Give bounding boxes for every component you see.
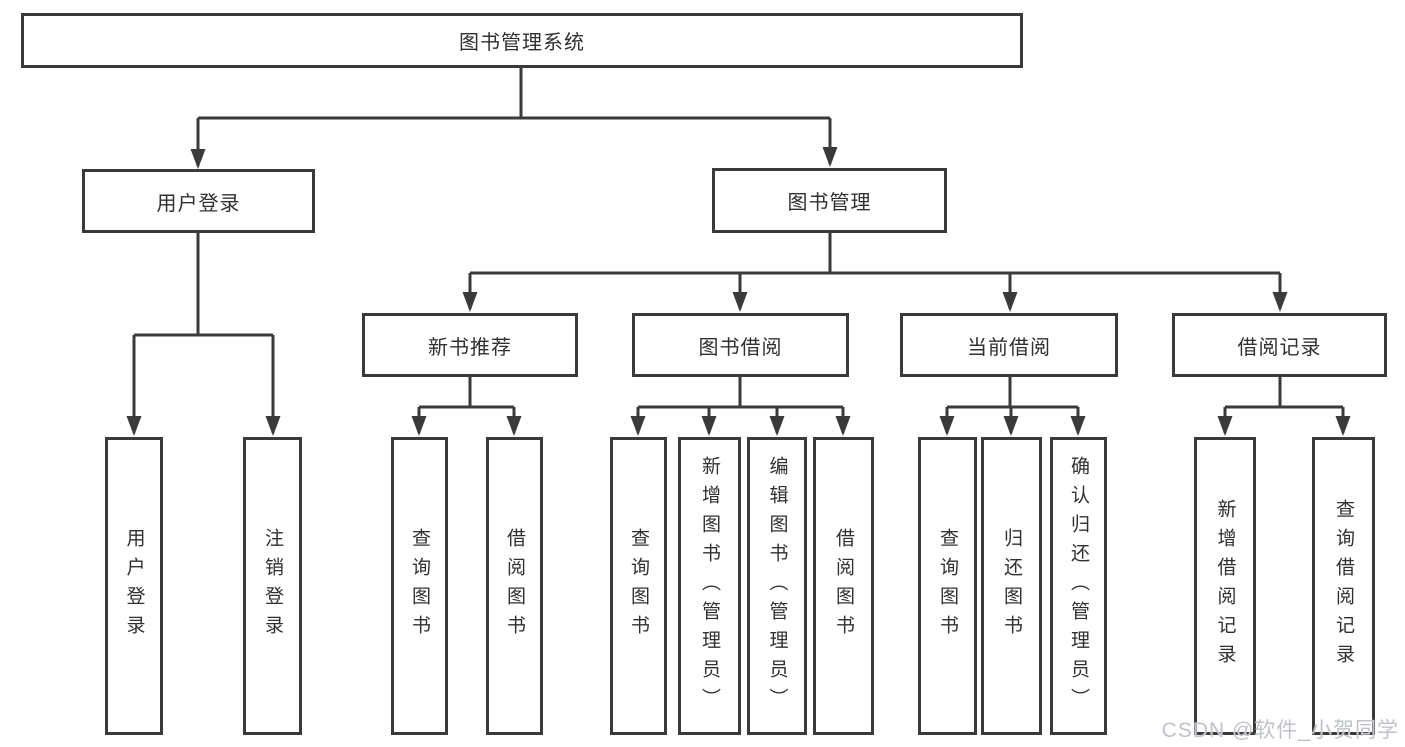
node-borrow-record-label: 借阅记录 [1237,336,1322,359]
arrowhead [822,147,838,167]
arrowhead [1070,416,1086,436]
leaf-edit-book-admin-box: 编辑图书（管理员） [747,437,807,735]
node-root-label: 图书管理系统 [459,32,585,54]
node-book-mgmt-box: 图书管理 [712,168,947,233]
arrowhead [190,149,206,169]
leaf-add-borrow-record-box: 新增借阅记录 [1194,437,1256,735]
arrowhead [1335,416,1351,436]
arrowhead [411,416,427,436]
leaf-logout-label: 注销登录 [262,528,283,644]
node-current-borrow-box: 当前借阅 [900,313,1118,377]
connector-root-to-level2 [196,66,832,166]
arrowhead [835,416,851,436]
arrowhead [462,292,478,312]
connector-borrow-record-to-children [1223,377,1345,433]
node-user-login-box: 用户登录 [82,169,315,233]
node-user-login-label: 用户登录 [156,192,241,215]
arrowhead [769,416,785,436]
leaf-user-login-box: 用户登录 [105,437,163,735]
leaf-query-borrow-record-box: 查询借阅记录 [1312,437,1375,735]
leaf-query-book-1-label: 查询图书 [409,528,430,644]
csdn-watermark: CSDN @软件_小贺同学 [1161,719,1399,742]
node-book-borrow-label: 图书借阅 [698,336,783,359]
arrowhead [939,416,955,436]
arrowhead [126,416,142,436]
arrowhead [732,292,748,312]
leaf-query-book-3-label: 查询图书 [937,528,958,644]
leaf-user-login-label: 用户登录 [123,528,145,644]
leaf-borrow-book-2-label: 借阅图书 [833,528,854,644]
leaf-query-borrow-record-label: 查询借阅记录 [1333,499,1354,673]
leaf-query-book-1-box: 查询图书 [391,437,448,735]
node-new-book-rec-label: 新书推荐 [428,336,512,359]
node-current-borrow-label: 当前借阅 [967,336,1051,359]
leaf-add-borrow-record-label: 新增借阅记录 [1214,499,1236,673]
arrowhead [1272,292,1288,312]
arrowhead [1002,292,1018,312]
arrowhead [1003,416,1019,436]
leaf-borrow-book-2-box: 借阅图书 [813,437,874,735]
leaf-borrow-book-1-box: 借阅图书 [486,437,543,735]
leaf-query-book-2-box: 查询图书 [610,437,667,735]
arrowhead [630,416,646,436]
leaf-confirm-return-admin-label: 确认归还（管理员） [1068,455,1089,717]
connector-book-mgmt-to-level3 [468,233,1282,309]
leaf-add-book-admin-box: 新增图书（管理员） [678,437,741,735]
node-root-box: 图书管理系统 [21,13,1023,68]
leaf-return-book-label: 归还图书 [1001,528,1022,644]
node-borrow-record-box: 借阅记录 [1172,313,1387,377]
node-book-mgmt-label: 图书管理 [787,192,872,214]
arrowhead [506,416,522,436]
arrowhead [1217,416,1233,436]
arrowhead [265,416,281,436]
connector-user-login-to-children [132,233,275,433]
node-new-book-rec-box: 新书推荐 [362,313,578,377]
leaf-query-book-3-box: 查询图书 [918,437,977,735]
leaf-add-book-admin-label: 新增图书（管理员） [699,455,720,717]
arrowhead [701,416,717,436]
connector-book-borrow-to-children [636,377,845,433]
leaf-edit-book-admin-label: 编辑图书（管理员） [766,455,788,717]
leaf-return-book-box: 归还图书 [981,437,1042,735]
leaf-borrow-book-1-label: 借阅图书 [504,528,525,644]
connector-new-book-rec-to-children [417,377,516,433]
leaf-query-book-2-label: 查询图书 [628,528,649,644]
node-book-borrow-box: 图书借阅 [632,313,849,377]
leaf-logout-box: 注销登录 [243,437,302,735]
leaf-confirm-return-admin-box: 确认归还（管理员） [1050,437,1107,735]
